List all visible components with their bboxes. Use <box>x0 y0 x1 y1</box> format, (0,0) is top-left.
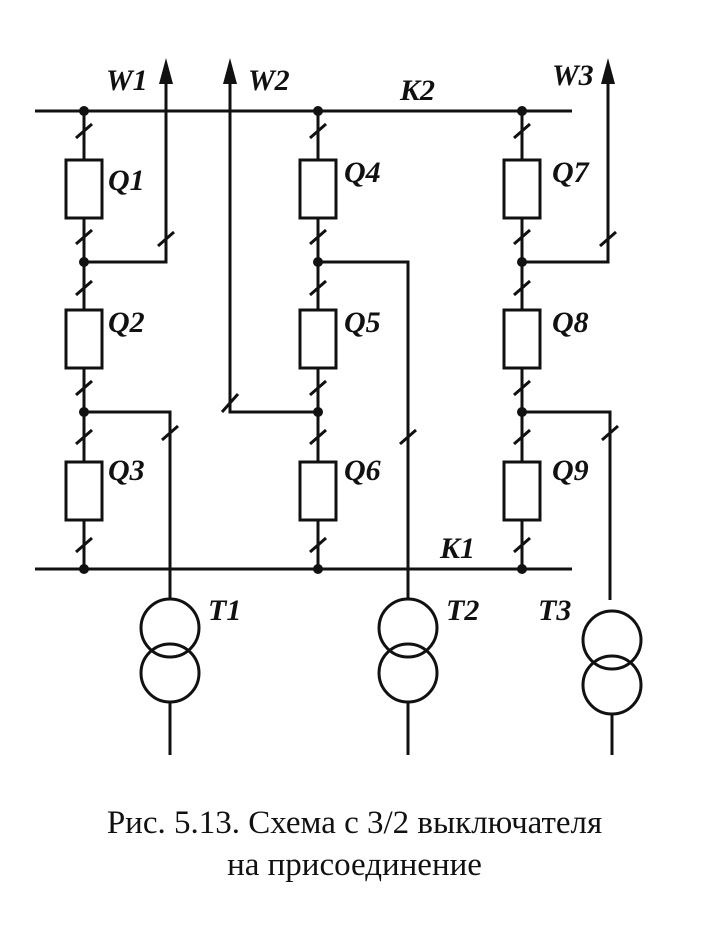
label-q5: Q5 <box>344 306 381 339</box>
label-q7: Q7 <box>552 156 590 189</box>
label-q8: Q8 <box>552 306 589 339</box>
breaker-q6 <box>298 460 338 522</box>
label-q4: Q4 <box>344 156 381 189</box>
breaker-q7 <box>502 158 542 220</box>
label-k1: K1 <box>439 532 475 565</box>
label-t3: T3 <box>538 594 571 627</box>
label-t1: T1 <box>208 594 241 627</box>
label-w1: W1 <box>106 64 148 97</box>
label-q1: Q1 <box>108 164 145 197</box>
breaker-q9 <box>502 460 542 522</box>
breaker-q8 <box>502 308 542 370</box>
breaker-q2 <box>64 308 104 370</box>
label-q2: Q2 <box>108 306 145 339</box>
figure-caption-line-2: на присоединение <box>227 847 482 883</box>
breaker-q4 <box>298 158 338 220</box>
bay-3 <box>502 58 619 600</box>
breaker-q5 <box>298 308 338 370</box>
transformer-t3 <box>581 609 643 755</box>
label-q9: Q9 <box>552 454 589 487</box>
breaker-q1 <box>64 158 104 220</box>
bay-1 <box>64 58 179 600</box>
label-t2: T2 <box>446 594 479 627</box>
breaker-q3 <box>64 460 104 522</box>
label-w2: W2 <box>248 64 290 97</box>
circuit-diagram: W1 W2 W3 K2 K1 Q1 Q2 Q3 Q4 Q5 Q6 Q7 Q8 Q… <box>35 58 643 755</box>
bay-2 <box>220 58 417 600</box>
figure-caption-line-1: Рис. 5.13. Схема с 3/2 выключателя <box>106 805 603 841</box>
transformer-t2 <box>377 597 439 755</box>
label-q3: Q3 <box>108 454 145 487</box>
label-k2: K2 <box>399 74 435 107</box>
label-w3: W3 <box>552 59 594 92</box>
label-q6: Q6 <box>344 454 381 487</box>
transformer-t1 <box>139 597 201 755</box>
